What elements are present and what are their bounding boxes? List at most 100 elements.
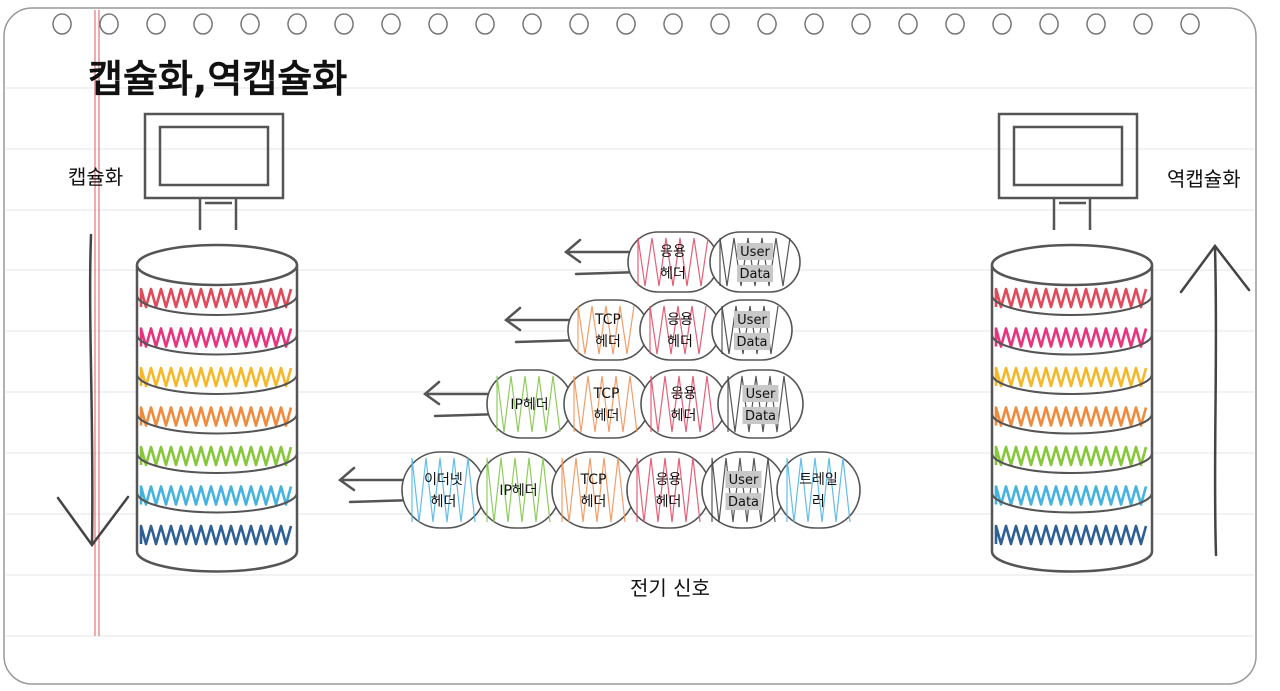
monitor-icon [143, 112, 285, 230]
spiral-hole [522, 13, 542, 35]
packet-ip-segment: IP헤더 [486, 369, 573, 439]
spiral-hole [710, 13, 730, 35]
segment-label: IP헤더 [510, 397, 548, 413]
segment-label: 트레일 [799, 472, 838, 488]
send-arrow [337, 466, 414, 492]
spiral-hole [1133, 13, 1153, 35]
decapsulation-label: 역캡슐화 [1167, 167, 1241, 191]
sender-computer [135, 112, 299, 573]
layer-separator [136, 373, 298, 395]
electric-signal-caption: 전기 신호 [630, 576, 710, 600]
layer-separator [991, 492, 1153, 514]
packet-rows: 응용헤더UserDataTCP헤더응용헤더UserDataIP헤더TCP헤더응용… [337, 231, 861, 529]
segment-label: 헤더 [667, 334, 693, 350]
layer-separator [136, 334, 298, 356]
layer-scribble [139, 485, 293, 506]
spiral-hole [945, 13, 965, 35]
protocol-stack [135, 243, 299, 573]
segment-label: User [737, 313, 767, 328]
spiral-hole [475, 13, 495, 35]
packet-tcp-segment: TCP 헤더 [551, 451, 636, 529]
spiral-hole [898, 13, 918, 35]
segment-label: 응용 [656, 472, 682, 488]
layer-scribble [994, 366, 1148, 388]
layer-separator [991, 373, 1153, 395]
stack-top [990, 243, 1154, 287]
layer-separator [136, 413, 298, 435]
layer-separator [991, 294, 1153, 316]
layer-scribble [139, 406, 293, 427]
spiral-hole [334, 13, 354, 35]
spiral-hole [851, 13, 871, 35]
send-arrow [422, 380, 499, 406]
segment-label: 헤더 [581, 494, 607, 510]
spiral-binding [52, 13, 1200, 35]
protocol-stack [990, 243, 1154, 573]
spiral-hole [287, 13, 307, 35]
packet-tcp-segment: TCP 헤더 [563, 369, 650, 439]
monitor-icon [997, 112, 1139, 230]
segment-label: 헤더 [656, 494, 682, 510]
spiral-hole [1086, 13, 1106, 35]
segment-label: User [746, 387, 776, 402]
layer-separator [136, 492, 298, 514]
spiral-hole [1180, 13, 1200, 35]
stack-top [135, 243, 299, 287]
segment-label: 헤더 [595, 334, 621, 350]
spiral-hole [381, 13, 401, 35]
layer-scribble [994, 406, 1148, 427]
segment-label: TCP [594, 312, 621, 328]
layer-scribble [139, 327, 293, 348]
decapsulation-up-arrow [1179, 243, 1251, 557]
segment-label: TCP [593, 386, 620, 402]
segment-label: 이더넷 [424, 472, 463, 488]
segment-label: 헤더 [671, 408, 697, 424]
layer-separator [991, 334, 1153, 356]
segment-label: IP헤더 [499, 483, 537, 499]
layer-scribble [994, 485, 1148, 506]
layer-separator [136, 294, 298, 316]
packet-tcp-segment: TCP 헤더 [567, 299, 649, 361]
spiral-hole [52, 13, 72, 35]
send-arrow [563, 238, 640, 264]
encapsulation-down-arrow [56, 233, 130, 548]
segment-label: User [740, 245, 770, 260]
spiral-hole [757, 13, 777, 35]
spiral-hole [193, 13, 213, 35]
segment-label: 응용 [671, 386, 697, 402]
spiral-hole [569, 13, 589, 35]
segment-label: Data [736, 335, 767, 350]
layer-scribble [994, 327, 1148, 348]
receiver-computer [990, 112, 1154, 573]
segment-label: Data [728, 495, 759, 510]
segment-label: TCP [580, 472, 607, 488]
spiral-hole [616, 13, 636, 35]
spiral-hole [663, 13, 683, 35]
segment-label: 응용 [667, 312, 693, 328]
layer-scribble [994, 445, 1148, 467]
spiral-hole [240, 13, 260, 35]
segment-label: User [729, 473, 759, 488]
layer-scribble [994, 524, 1148, 546]
packet-ip-segment: IP헤더 [476, 451, 561, 529]
segment-label: 헤더 [431, 494, 457, 510]
layer-scribble [139, 366, 293, 388]
encapsulation-label: 캡슐화 [68, 165, 123, 189]
page-title: 캡슐화,역캡슐화 [88, 57, 347, 101]
segment-label: 헤더 [594, 408, 620, 424]
spiral-hole [992, 13, 1012, 35]
segment-label: 응용 [660, 244, 686, 260]
segment-label: Data [745, 409, 776, 424]
